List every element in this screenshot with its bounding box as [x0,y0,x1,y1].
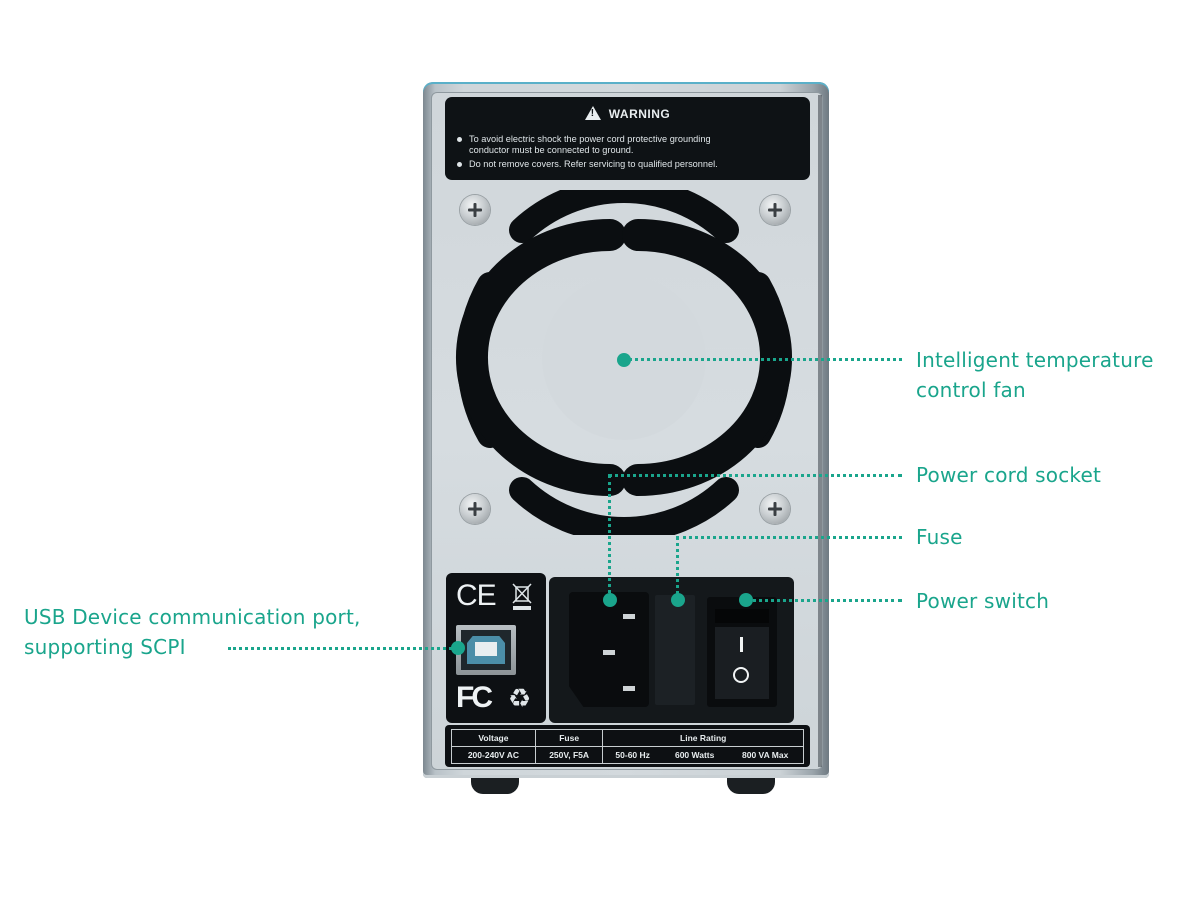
callout-line-fuse-vertical [676,537,679,600]
warning-line-2: conductor must be connected to ground. [469,145,634,155]
device-foot [727,778,775,794]
fuse-holder[interactable] [655,595,695,705]
label-fan: Intelligent temperature control fan [916,345,1154,405]
value-fuse: 250V, F5A [534,746,604,764]
callout-line-usb [228,647,458,650]
device-foot [471,778,519,794]
switch-bezel [715,609,769,623]
callout-dot-fan [617,353,631,367]
warning-title: WARNING [445,106,810,121]
warning-line-3: Do not remove covers. Refer servicing to… [457,159,718,170]
warning-label: WARNING To avoid electric shock the powe… [445,97,810,180]
callout-line-fuse [676,536,902,539]
value-frequency: 50-60 Hz [602,746,662,764]
value-va: 800 VA Max [727,746,805,764]
fan-grille-icon [455,190,793,535]
header-voltage: Voltage [451,729,536,747]
ce-mark-icon: CE [456,579,497,612]
header-line-rating: Line Rating [602,729,804,747]
header-fuse: Fuse [534,729,604,747]
rating-plate: Voltage Fuse Line Rating 200-240V AC 250… [445,725,810,767]
recycle-icon: ♻ [508,684,532,714]
callout-dot-usb [451,641,465,655]
warning-triangle-icon [584,106,601,120]
power-cord-socket[interactable] [569,592,649,707]
callout-line-fan [624,358,902,361]
warning-text: Do not remove covers. Refer servicing to… [469,159,718,169]
weee-crossed-bin-icon [512,583,532,610]
rating-header-row: Voltage Fuse Line Rating [451,729,804,747]
callout-dot-fuse [671,593,685,607]
callout-line-switch [746,599,902,602]
power-on-symbol-icon [740,637,743,652]
label-usb: USB Device communication port, supportin… [24,602,361,662]
usb-contact-block [475,642,497,656]
label-power-cord-socket: Power cord socket [916,463,1102,487]
fcc-mark-icon: FC [456,681,493,714]
callout-dot-socket [603,593,617,607]
callout-line-socket-vertical [608,475,611,600]
usb-port-housing [461,630,511,670]
value-voltage: 200-240V AC [451,746,536,764]
socket-pin [623,686,635,691]
label-usb-line1: USB Device communication port, [24,605,361,629]
value-watts: 600 Watts [661,746,728,764]
callout-line-socket [608,474,902,477]
label-fuse: Fuse [916,525,963,549]
power-switch[interactable] [707,597,777,707]
warning-line-1: To avoid electric shock the power cord p… [457,134,711,145]
label-fan-line1: Intelligent temperature [916,348,1154,372]
callout-dot-switch [739,593,753,607]
socket-pin [623,614,635,619]
screw-icon [460,195,490,225]
chassis-side-rail [818,95,822,767]
socket-pin [603,650,615,655]
screw-icon [460,494,490,524]
warning-title-text: WARNING [608,107,671,121]
label-power-switch: Power switch [916,589,1050,613]
power-off-symbol-icon [733,667,749,683]
usb-device-port[interactable] [456,625,516,675]
bullet-icon [457,137,462,142]
label-fan-line2: control fan [916,378,1026,402]
screw-icon [760,195,790,225]
label-usb-line2: supporting SCPI [24,635,186,659]
bullet-icon [457,162,462,167]
screw-icon [760,494,790,524]
rating-value-row: 200-240V AC 250V, F5A 50-60 Hz 600 Watts… [451,746,805,764]
warning-text: To avoid electric shock the power cord p… [469,134,711,144]
rating-table: Voltage Fuse Line Rating 200-240V AC 250… [451,729,805,764]
